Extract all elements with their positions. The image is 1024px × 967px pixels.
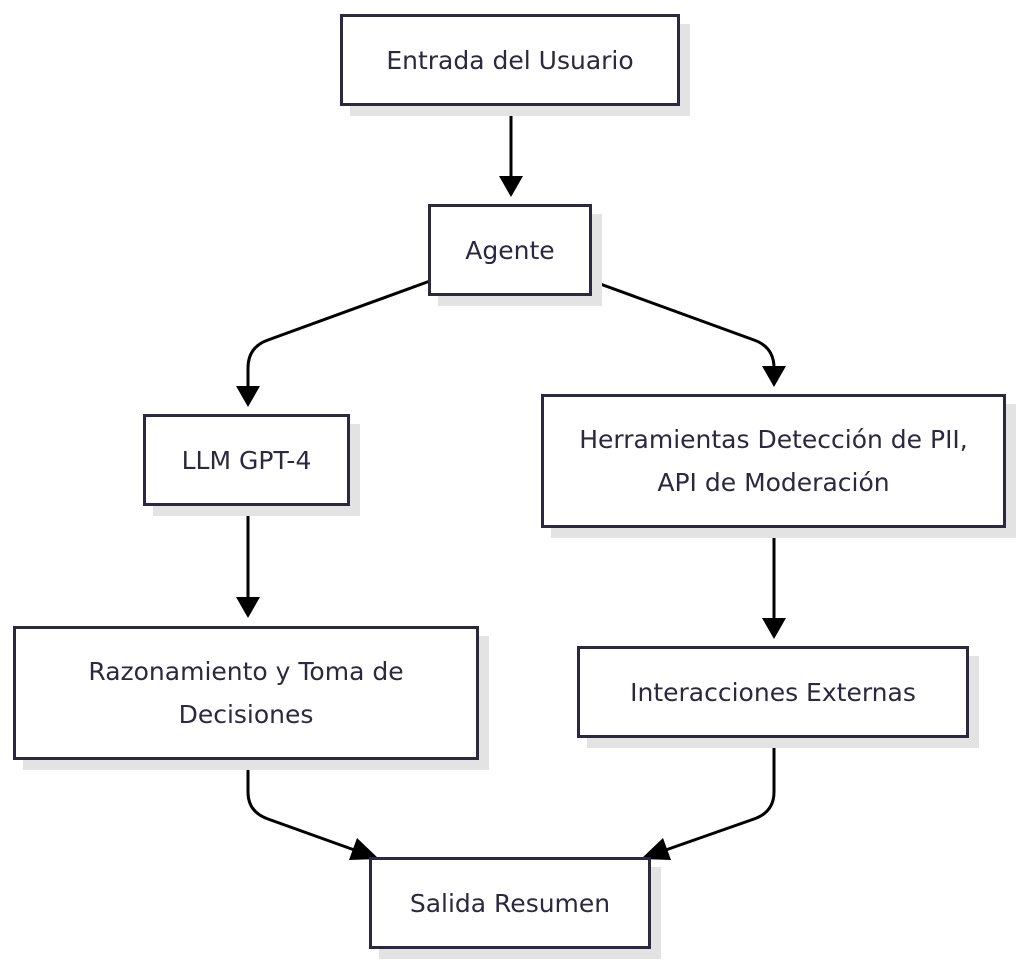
node-salida-resumen: Salida Resumen — [369, 857, 651, 949]
node-label: Herramientas Detección de PII, API de Mo… — [579, 425, 968, 497]
node-label: Entrada del Usuario — [386, 45, 634, 75]
node-label: Interacciones Externas — [630, 677, 916, 707]
arrowhead-salida-left — [349, 838, 379, 860]
arrowhead-salida-right — [641, 838, 671, 860]
node-agente: Agente — [428, 204, 592, 296]
arrowhead-herramientas — [762, 366, 786, 387]
node-llm-gpt-4: LLM GPT-4 — [143, 414, 350, 506]
edge-razonamiento-salida — [246, 760, 361, 854]
edge-interacciones-salida — [659, 739, 776, 854]
node-interacciones-externas: Interacciones Externas — [577, 646, 969, 738]
arrowhead-interacciones — [762, 618, 786, 639]
node-herramientas: Herramientas Detección de PII, API de Mo… — [541, 394, 1006, 528]
node-label: Razonamiento y Toma de Decisiones — [88, 657, 404, 729]
edge-agente-herramientas — [591, 279, 776, 372]
node-label: LLM GPT-4 — [181, 445, 312, 475]
arrowhead-llm — [236, 386, 260, 407]
arrowhead-agente — [499, 176, 523, 197]
node-label: Salida Resumen — [409, 888, 611, 918]
edge-agente-llm — [246, 279, 431, 390]
node-label: Agente — [465, 235, 555, 265]
arrowhead-razonamiento — [236, 597, 260, 618]
node-entrada-del-usuario: Entrada del Usuario — [340, 14, 680, 106]
node-razonamiento: Razonamiento y Toma de Decisiones — [13, 626, 479, 760]
